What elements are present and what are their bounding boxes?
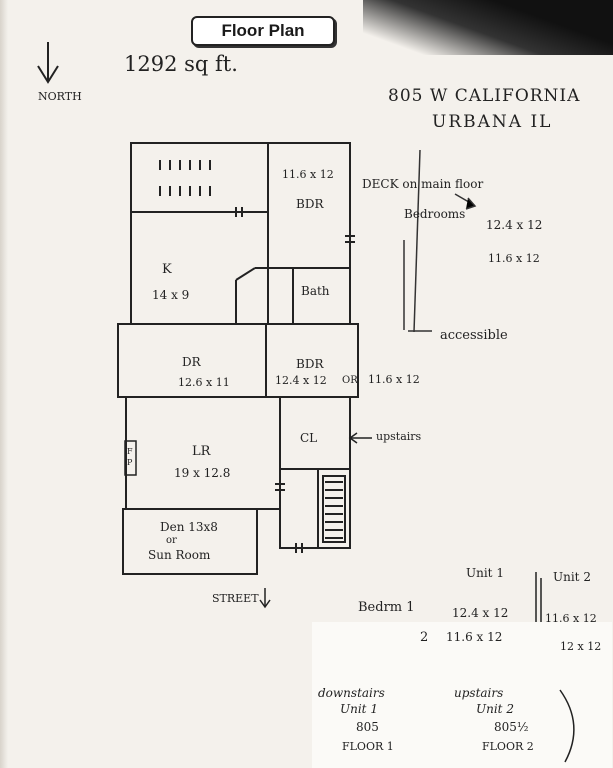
unit-table-row1-label: Bedrm 1 — [358, 600, 415, 615]
street-arrow-icon — [259, 588, 271, 609]
unit-table-col1: Unit 1 — [466, 566, 504, 580]
fireplace-label: FP — [127, 447, 133, 467]
kitchen-dims: 14 x 9 — [152, 288, 190, 302]
bdr-mid-or: OR — [342, 375, 358, 386]
legend-right-line4: FLOOR 2 — [482, 740, 534, 753]
bdr-mid-dims: 12.4 x 12 — [275, 374, 327, 387]
deck-bedrooms-label: Bedrooms — [404, 207, 466, 221]
unit-table-row2-u2: 12 x 12 — [560, 640, 602, 653]
living-dims: 19 x 12.8 — [174, 466, 231, 480]
den-line1: Den 13x8 — [160, 520, 218, 534]
den-line2: or — [166, 535, 177, 546]
floor-plan-walls — [117, 142, 359, 575]
dark-corner — [363, 0, 613, 55]
unit-table-row1-u2: 11.6 x 12 — [545, 612, 597, 625]
legend-left-line1: downstairs — [318, 686, 385, 700]
deck-lines — [403, 149, 477, 333]
street-label: STREET — [212, 592, 259, 605]
accessible-note: accessible — [440, 328, 508, 343]
legend-left-line4: FLOOR 1 — [342, 740, 394, 753]
bdr-mid-alt-dims: 11.6 x 12 — [368, 373, 420, 386]
paper-edge-shadow — [0, 0, 8, 768]
upstairs-arrow-icon — [348, 432, 372, 444]
upstairs-note: upstairs — [376, 430, 422, 443]
address-line2: URBANA IL — [432, 112, 553, 132]
north-arrow-icon — [37, 42, 59, 84]
unit-table-row2-u1: 11.6 x 12 — [446, 630, 503, 644]
legend-right-line1: upstairs — [454, 686, 504, 700]
bdr-top-dims: 11.6 x 12 — [282, 168, 334, 181]
fireplace-box — [124, 440, 137, 476]
area-label: 1292 sq ft. — [124, 52, 238, 76]
deck-size-1: 12.4 x 12 — [486, 218, 543, 232]
deck-note: DECK on main floor — [362, 177, 484, 191]
legend-right-line2: Unit 2 — [476, 702, 514, 716]
living-label: LR — [192, 444, 211, 459]
unit-table-col2: Unit 2 — [553, 570, 591, 584]
bdr-top-label: BDR — [296, 197, 324, 211]
unit-table-row2-label: 2 — [420, 630, 429, 645]
north-label: NORTH — [38, 90, 82, 103]
legend-left-line2: Unit 1 — [340, 702, 378, 716]
floor-plan-title: Floor Plan — [191, 16, 335, 46]
dining-label: DR — [182, 355, 201, 369]
den-line3: Sun Room — [148, 548, 211, 562]
address-line1: 805 W CALIFORNIA — [388, 86, 581, 106]
unit-table-row1-u1: 12.4 x 12 — [452, 606, 509, 620]
dining-dims: 12.6 x 11 — [178, 376, 230, 389]
door-marks — [235, 207, 355, 553]
staircase — [322, 475, 346, 543]
legend-right-line3: 805½ — [494, 720, 529, 734]
bdr-mid-label: BDR — [296, 357, 324, 371]
kitchen-label: K — [162, 262, 172, 277]
kitchen-counter-marks — [159, 160, 211, 196]
bath-label: Bath — [301, 284, 330, 298]
closet-label: CL — [300, 431, 318, 445]
legend-left-line3: 805 — [356, 720, 379, 734]
deck-size-2: 11.6 x 12 — [488, 252, 540, 265]
unit-legend-panel — [312, 622, 612, 768]
